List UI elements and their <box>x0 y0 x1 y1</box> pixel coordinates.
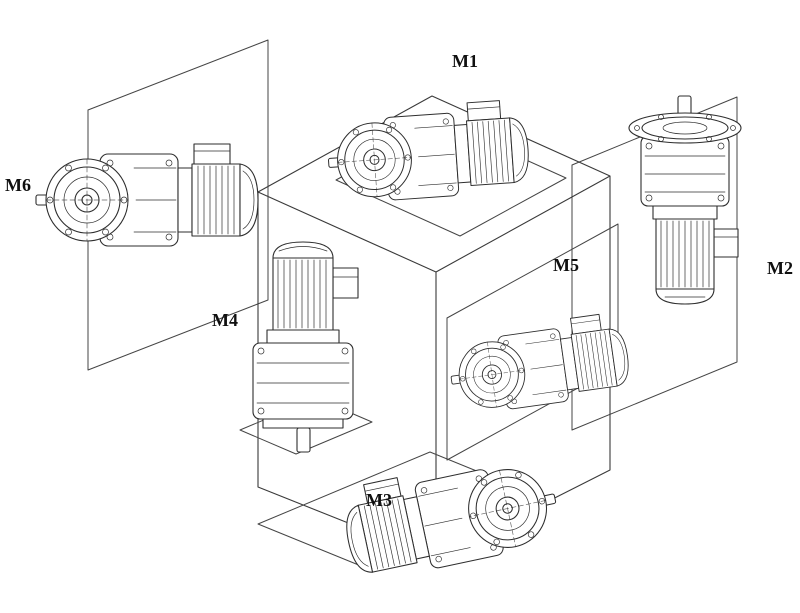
label-m4: M4 <box>212 310 238 330</box>
mounting-plane-m6 <box>87 39 269 371</box>
label-m5: M5 <box>553 255 579 275</box>
gearmotor-m1 <box>324 98 532 205</box>
label-m1: M1 <box>452 51 478 71</box>
label-m2: M2 <box>767 258 793 278</box>
label-m3: M3 <box>366 490 392 510</box>
gearmotor-m2 <box>628 95 742 305</box>
gearmotor-m5 <box>444 310 633 418</box>
gearmotor-m3 <box>337 445 565 586</box>
gearmotor-m4 <box>252 241 359 453</box>
gearmotor-m6 <box>35 143 259 247</box>
label-m6: M6 <box>5 175 31 195</box>
